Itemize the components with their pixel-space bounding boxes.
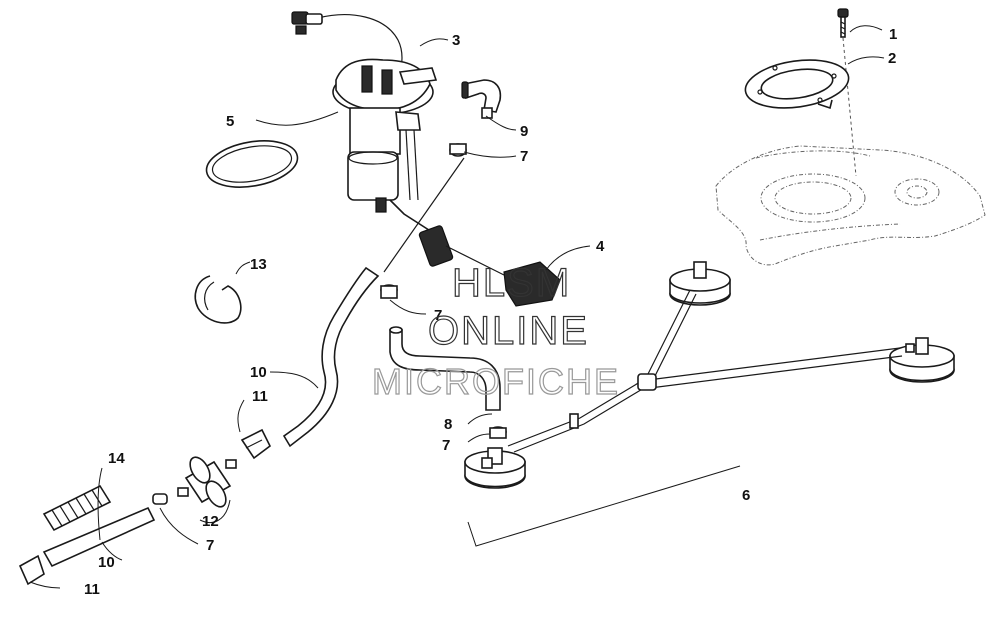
fuel-filter-part	[177, 456, 237, 508]
float-part	[503, 261, 561, 307]
protective-sleeve-part	[42, 484, 112, 532]
callout-7-bottom: 7	[206, 537, 214, 554]
callout-10-upper: 10	[250, 364, 267, 381]
callout-3: 3	[452, 32, 460, 49]
spring-clip-part	[194, 275, 242, 324]
bolt-part	[837, 8, 857, 177]
leader-lines	[29, 25, 885, 589]
callout-8: 8	[444, 416, 452, 433]
o-ring-part	[205, 140, 299, 188]
callout-5: 5	[226, 113, 234, 130]
fuel-pump-module-part	[291, 11, 511, 279]
callout-11-lower: 11	[84, 581, 100, 598]
callout-7-mid: 7	[434, 307, 442, 324]
watermark-line-1: HLSM	[452, 261, 571, 305]
fuel-tank-outline	[715, 145, 986, 266]
hose-clamp-small-part	[18, 428, 272, 586]
callout-7-lower: 7	[442, 437, 450, 454]
bent-tube-part	[389, 326, 501, 411]
mounting-ring-part	[744, 59, 850, 110]
watermark: HLSM ONLINE MICROFICHE	[371, 260, 620, 402]
fuel-hose-lower-part	[42, 506, 156, 568]
callout-6: 6	[742, 487, 750, 504]
elbow-fitting-part	[461, 79, 502, 119]
callout-4: 4	[596, 238, 605, 255]
callout-2: 2	[888, 50, 896, 67]
fuel-hose-part	[282, 266, 380, 448]
callout-12: 12	[202, 513, 219, 530]
watermark-line-2: ONLINE	[428, 309, 589, 353]
callout-14: 14	[108, 450, 125, 467]
callout-13: 13	[250, 256, 267, 273]
callout-7-top: 7	[520, 148, 528, 165]
callout-labels: 1 2 3 5 9 7 4 13 7 10 11 8 7 14 6 12 7 1…	[84, 26, 897, 598]
callout-1: 1	[889, 26, 897, 43]
hose-clamp-part	[152, 143, 507, 505]
callout-9: 9	[520, 123, 528, 140]
fuel-pickup-assembly-part	[464, 261, 955, 547]
callout-11-upper: 11	[252, 388, 268, 405]
watermark-line-3: MICROFICHE	[372, 361, 620, 402]
callout-10-lower: 10	[98, 554, 115, 571]
fuel-line-pipe	[383, 157, 465, 273]
